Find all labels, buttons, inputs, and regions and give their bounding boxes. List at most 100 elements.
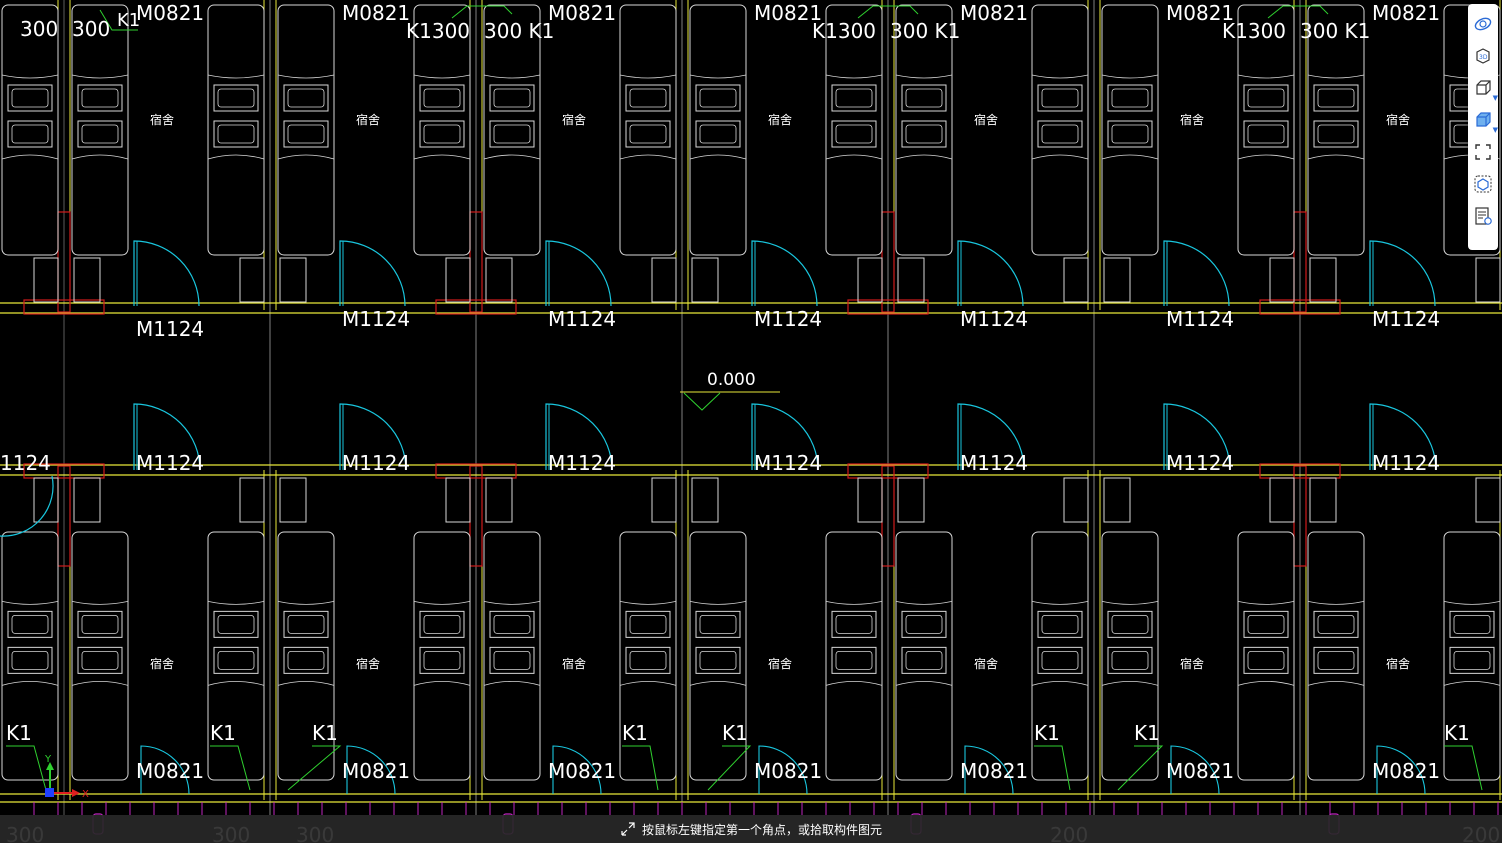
furniture-curve xyxy=(1443,600,1501,686)
desk-outline xyxy=(419,646,465,674)
chair-outline xyxy=(1247,650,1285,670)
chair-outline xyxy=(699,650,737,670)
furniture-curve xyxy=(895,74,953,160)
fullscreen-button[interactable] xyxy=(1471,138,1495,166)
wardrobe-outline xyxy=(73,477,101,523)
bed-outline xyxy=(1,531,59,781)
bed-outline xyxy=(1,4,59,256)
door-swing-arc xyxy=(1163,403,1231,471)
door-label-m0821: M0821 xyxy=(136,1,204,25)
window-tag-k1300: K1300 xyxy=(812,19,876,43)
bed-outline xyxy=(895,531,953,781)
furniture-curve xyxy=(1101,74,1159,160)
room-label: 宿舍 xyxy=(562,112,586,127)
chair-outline xyxy=(493,614,531,634)
room-label: 宿舍 xyxy=(974,656,998,671)
door-swing-arc xyxy=(545,403,613,471)
door-swing-arc xyxy=(339,403,407,471)
door-label-m0821: M0821 xyxy=(342,759,410,783)
door-label-m1124: M1124 xyxy=(342,451,410,475)
desk-outline xyxy=(1243,120,1289,148)
chair-outline xyxy=(217,88,255,108)
view-3d-button[interactable]: 3D xyxy=(1471,42,1495,70)
desk-outline xyxy=(1107,120,1153,148)
furniture-curve xyxy=(207,600,265,686)
room-label: 宿舍 xyxy=(356,112,380,127)
solid-cube-button[interactable]: ▼ xyxy=(1471,106,1498,134)
leader-line xyxy=(707,745,752,791)
bottom-pipe-strip xyxy=(33,802,1499,835)
component-view-button[interactable] xyxy=(1471,170,1495,198)
window-tags-layer xyxy=(6,5,1483,791)
chair-outline xyxy=(1041,88,1079,108)
chair-outline xyxy=(1041,650,1079,670)
door-label-m1124: M1124 xyxy=(548,307,616,331)
orbit-icon xyxy=(1474,17,1492,31)
window-tag-k1: K1 xyxy=(210,721,236,745)
elevation-text: 0.000 xyxy=(707,370,756,390)
leader-line xyxy=(99,9,138,31)
orbit-button[interactable] xyxy=(1471,10,1495,38)
door-swing-arc xyxy=(964,745,1014,795)
svg-text:3D: 3D xyxy=(1479,54,1488,61)
door-label-m1124: M1124 xyxy=(1166,307,1234,331)
leader-line xyxy=(857,5,919,19)
window-tag-k1: K1 xyxy=(312,721,338,745)
wardrobe-outline xyxy=(857,477,883,523)
chair-outline xyxy=(1453,614,1491,634)
furniture-curve xyxy=(689,600,747,686)
wire-cube-button[interactable]: ▼ xyxy=(1471,74,1498,102)
door-label-m0821: M0821 xyxy=(1166,759,1234,783)
bed-outline xyxy=(413,531,471,781)
door-label-m0821: M0821 xyxy=(960,1,1028,25)
chair-outline xyxy=(1317,614,1355,634)
door-swing-arc xyxy=(1369,240,1436,307)
desk-outline xyxy=(213,610,259,638)
furniture-curve xyxy=(483,600,541,686)
leader-line xyxy=(6,745,47,791)
wardrobe-outline xyxy=(73,257,101,303)
furniture-curve xyxy=(1031,600,1089,686)
furniture-curve xyxy=(71,600,129,686)
door-label-m1124: M1124 xyxy=(754,451,822,475)
bed-outline xyxy=(1307,4,1365,256)
wardrobe-outline xyxy=(239,257,265,303)
leader-line xyxy=(1267,5,1329,19)
ucs-axis-icon: Y X xyxy=(44,754,89,800)
desk-outline xyxy=(901,610,947,638)
chair-outline xyxy=(1317,124,1355,144)
desk-outline xyxy=(7,120,53,148)
furniture-curve xyxy=(413,74,471,160)
cube-wire-icon xyxy=(1476,80,1491,95)
chair-outline xyxy=(81,88,119,108)
desk-outline xyxy=(77,610,123,638)
fullscreen-icon xyxy=(1475,144,1491,160)
bed-outline xyxy=(1443,531,1501,781)
door-swing-arc xyxy=(1369,403,1437,471)
door-label-m1124: M1124 xyxy=(342,307,410,331)
chair-outline xyxy=(493,650,531,670)
desk-outline xyxy=(1449,610,1495,638)
chair-outline xyxy=(287,88,325,108)
wardrobe-outline xyxy=(1309,257,1337,303)
column-outline xyxy=(435,463,517,479)
window-tag-k1: K1 xyxy=(117,10,140,31)
desk-outline xyxy=(625,120,671,148)
column-outline xyxy=(1259,299,1341,315)
door-label-m1124: M1124 xyxy=(754,307,822,331)
room-label: 宿舍 xyxy=(1386,112,1410,127)
window-tag-k1: K1 xyxy=(1034,721,1060,745)
property-list-button[interactable] xyxy=(1471,202,1495,230)
dimension-k1-label: 300 K1 xyxy=(890,19,960,43)
wardrobe-outline xyxy=(1063,257,1089,303)
desk-outline xyxy=(1107,646,1153,674)
desk-outline xyxy=(1243,646,1289,674)
door-label-m1124: M1124 xyxy=(1166,451,1234,475)
column-outline xyxy=(1259,463,1341,479)
bed-outline xyxy=(277,531,335,781)
wardrobe-outline xyxy=(445,477,471,523)
room-label: 宿舍 xyxy=(562,656,586,671)
door-label-m1124: M1124 xyxy=(548,451,616,475)
